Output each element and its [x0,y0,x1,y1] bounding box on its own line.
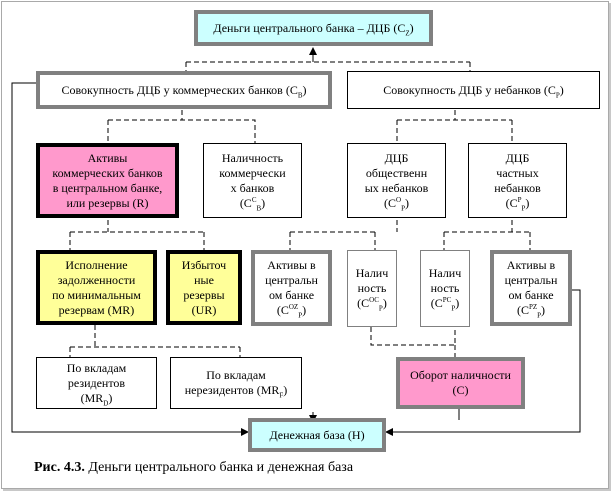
node-public-cash-label: Налич ность (COCP) [355,266,389,313]
node-excess-reserves-label: Избыточ ные резервы (UR) [181,257,227,317]
node-commercial-label: Совокупность ДЦБ у коммерческих банков (… [61,82,307,99]
node-private-dcb: ДЦБ частных небанков (CPP) [468,143,567,218]
node-cash-turnover-label: Оборот наличности (C) [410,368,511,397]
node-cb-money: Деньги центрального банка – ДЦБ (CZ) [194,10,433,46]
node-nonbank-label: Совокупность ДЦБ у небанков (CP) [383,82,564,99]
node-monetary-base: Денежная база (H) [248,418,386,452]
node-nonresident-deposits: По вкладам нерезидентов (MRF) [170,357,302,409]
node-private-cash: Налич ность (CPCP) [420,250,470,327]
node-resident-deposits: По вкладам резидентов (MRD) [36,357,157,409]
node-resident-deposits-label: По вкладам резидентов (MRD) [66,360,127,407]
node-cash-turnover: Оборот наличности (C) [396,357,525,409]
node-private-assets-label: Активы в центральн ом банке (CPZP) [504,258,558,320]
node-reserves: Активы коммерческих банков в центральном… [36,143,179,218]
node-min-reserves-label: Исполнение задолженности по минимальным … [52,257,141,317]
figure-caption: Рис. 4.3. Деньги центрального банка и де… [34,460,353,476]
node-nonbank: Совокупность ДЦБ у небанков (CP) [347,71,600,109]
node-public-assets-label: Активы в центральн ом банке (COZP) [265,258,318,320]
node-excess-reserves: Избыточ ные резервы (UR) [166,250,242,325]
node-bank-cash-label: Наличность коммерчески х банков (CCB) [219,150,286,212]
figure-title: Деньги центрального банка и денежная баз… [84,460,354,475]
node-public-dcb-label: ДЦБ общественн ых небанков (COP) [364,150,429,212]
node-min-reserves: Исполнение задолженности по минимальным … [36,250,157,325]
node-nonresident-deposits-label: По вкладам нерезидентов (MRF) [184,368,288,400]
node-cb-money-label: Деньги центрального банка – ДЦБ (CZ) [213,20,414,37]
node-public-dcb: ДЦБ общественн ых небанков (COP) [347,143,446,218]
node-private-assets: Активы в центральн ом банке (CPZP) [490,250,572,326]
node-public-assets: Активы в центральн ом банке (COZP) [251,250,332,326]
dash-cash-merge [370,327,456,346]
line-left-loop [11,82,249,436]
node-bank-cash: Наличность коммерчески х банков (CCB) [203,143,302,218]
figure-frame [1,1,609,489]
dash-cb-split [108,119,256,143]
node-reserves-label: Активы коммерческих банков в центральном… [52,150,163,210]
node-private-cash-label: Налич ность (CPCP) [428,266,462,313]
line-right-loop [385,289,581,436]
node-commercial: Совокупность ДЦБ у коммерческих банков (… [36,71,332,109]
figure-number: Рис. 4.3. [34,460,85,475]
node-private-dcb-label: ДЦБ частных небанков (CPP) [494,150,541,212]
node-monetary-base-label: Денежная база (H) [269,427,365,442]
node-public-cash: Налич ность (COCP) [347,250,397,327]
